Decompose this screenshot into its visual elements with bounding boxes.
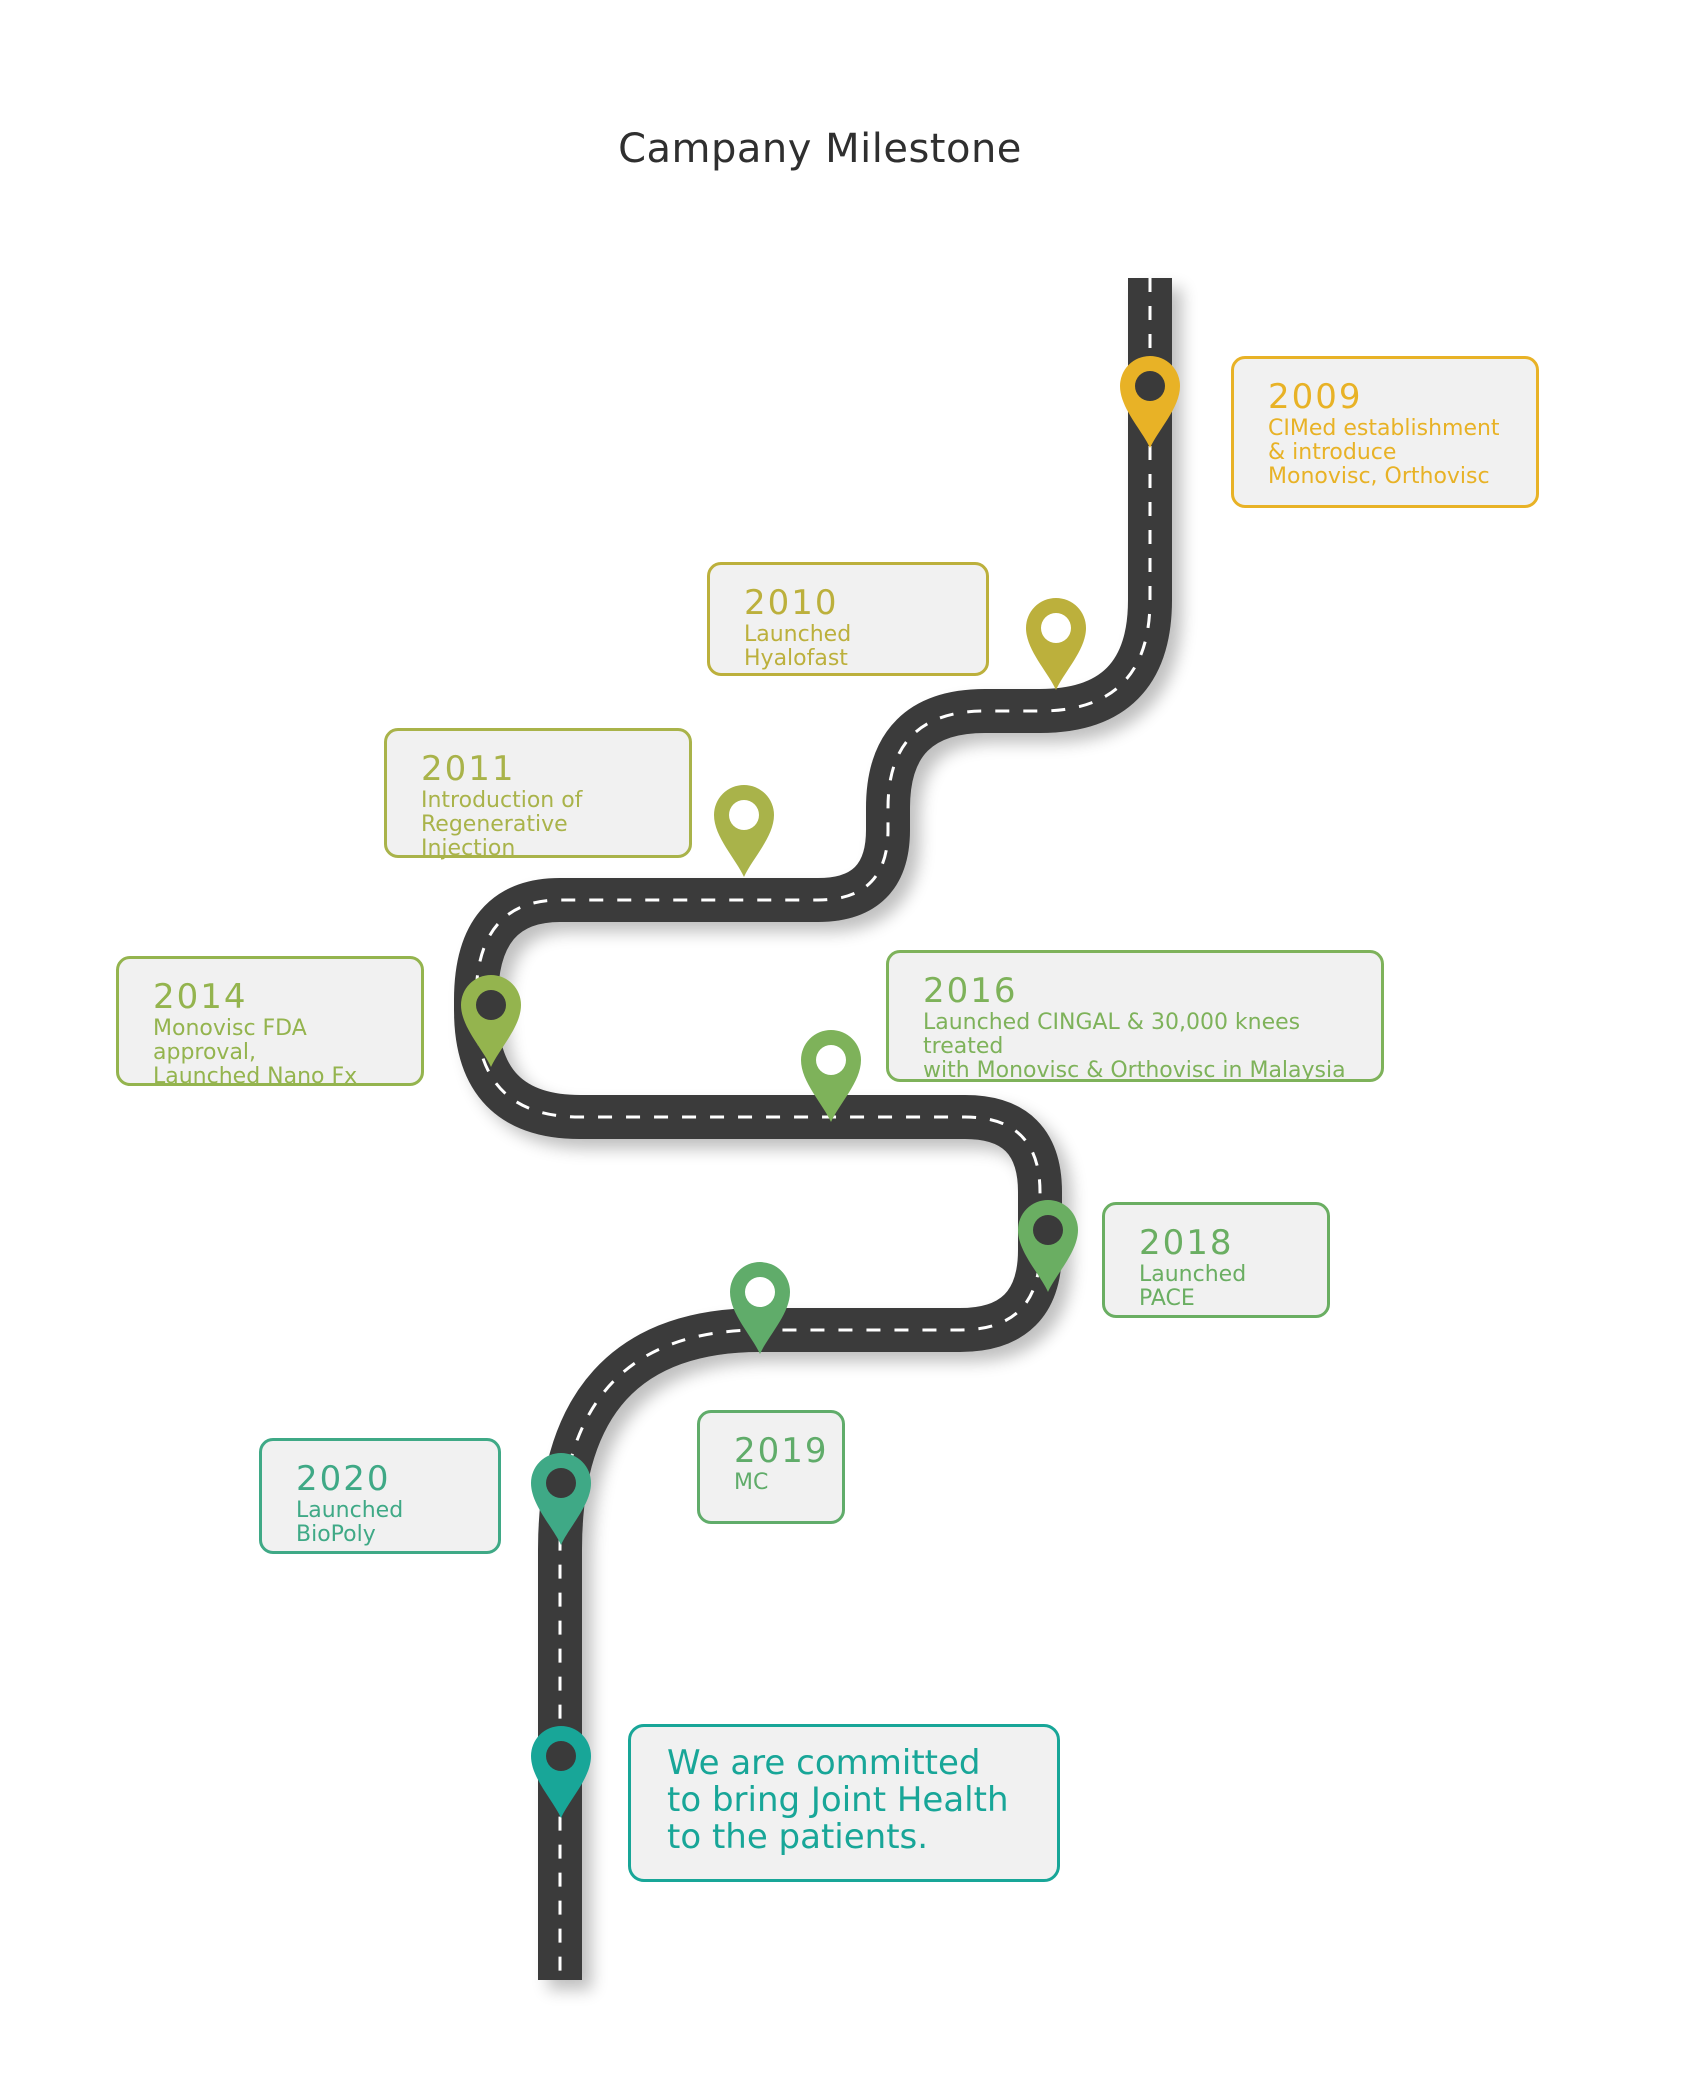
milestone-card-2010: 2010 Launched Hyalofast: [707, 562, 989, 676]
map-pin-2009-icon: [1120, 356, 1180, 448]
milestone-year: 2010: [744, 583, 839, 623]
milestone-year: 2014: [153, 977, 248, 1017]
milestone-text: Launched BioPoly: [296, 1498, 404, 1547]
milestone-text: Monovisc FDA approval, Launched Nano Fx: [153, 1016, 358, 1089]
milestone-text: CIMed establishment & introduce Monovisc…: [1268, 416, 1500, 489]
milestone-card-2016: 2016 Launched CINGAL & 30,000 knees trea…: [886, 950, 1384, 1083]
milestone-year: 2009: [1268, 377, 1363, 417]
commitment-card: We are committed to bring Joint Health t…: [628, 1724, 1060, 1882]
milestone-text: Launched Hyalofast: [744, 622, 852, 671]
milestone-year: 2018: [1139, 1223, 1234, 1263]
milestone-card-2020: 2020 Launched BioPoly: [259, 1438, 501, 1554]
commitment-text: We are committed to bring Joint Health t…: [667, 1743, 1009, 1857]
milestone-text: MC: [734, 1470, 769, 1495]
map-pin-2019-icon: [730, 1262, 790, 1354]
map-pin-2018-icon: [1018, 1200, 1078, 1292]
map-pin-final-icon: [531, 1726, 591, 1818]
map-pin-2010-icon: [1026, 598, 1086, 690]
map-pin-2020-icon: [531, 1453, 591, 1545]
map-pin-2016-icon: [801, 1030, 861, 1122]
map-pin-2014-icon: [460, 974, 521, 1067]
milestone-card-2011: 2011 Introduction of Regenerative Inject…: [384, 728, 692, 861]
milestone-text: Introduction of Regenerative Injection: [421, 788, 583, 861]
milestone-year: 2016: [923, 971, 1018, 1011]
milestone-year: 2020: [296, 1459, 391, 1499]
milestone-year: 2011: [421, 749, 516, 789]
page-title: Campany Milestone: [618, 126, 1022, 172]
milestone-card-2014: 2014 Monovisc FDA approval, Launched Nan…: [116, 956, 424, 1089]
milestone-card-2018: 2018 Launched PACE: [1102, 1202, 1330, 1318]
milestone-text: Launched PACE: [1139, 1262, 1247, 1311]
milestone-card-2009: 2009 CIMed establishment & introduce Mon…: [1231, 356, 1539, 508]
map-pin-2011-icon: [714, 785, 774, 877]
milestone-card-2019: 2019 MC: [697, 1410, 845, 1524]
milestone-text: Launched CINGAL & 30,000 knees treated w…: [923, 1010, 1346, 1083]
milestone-year: 2019: [734, 1431, 829, 1471]
